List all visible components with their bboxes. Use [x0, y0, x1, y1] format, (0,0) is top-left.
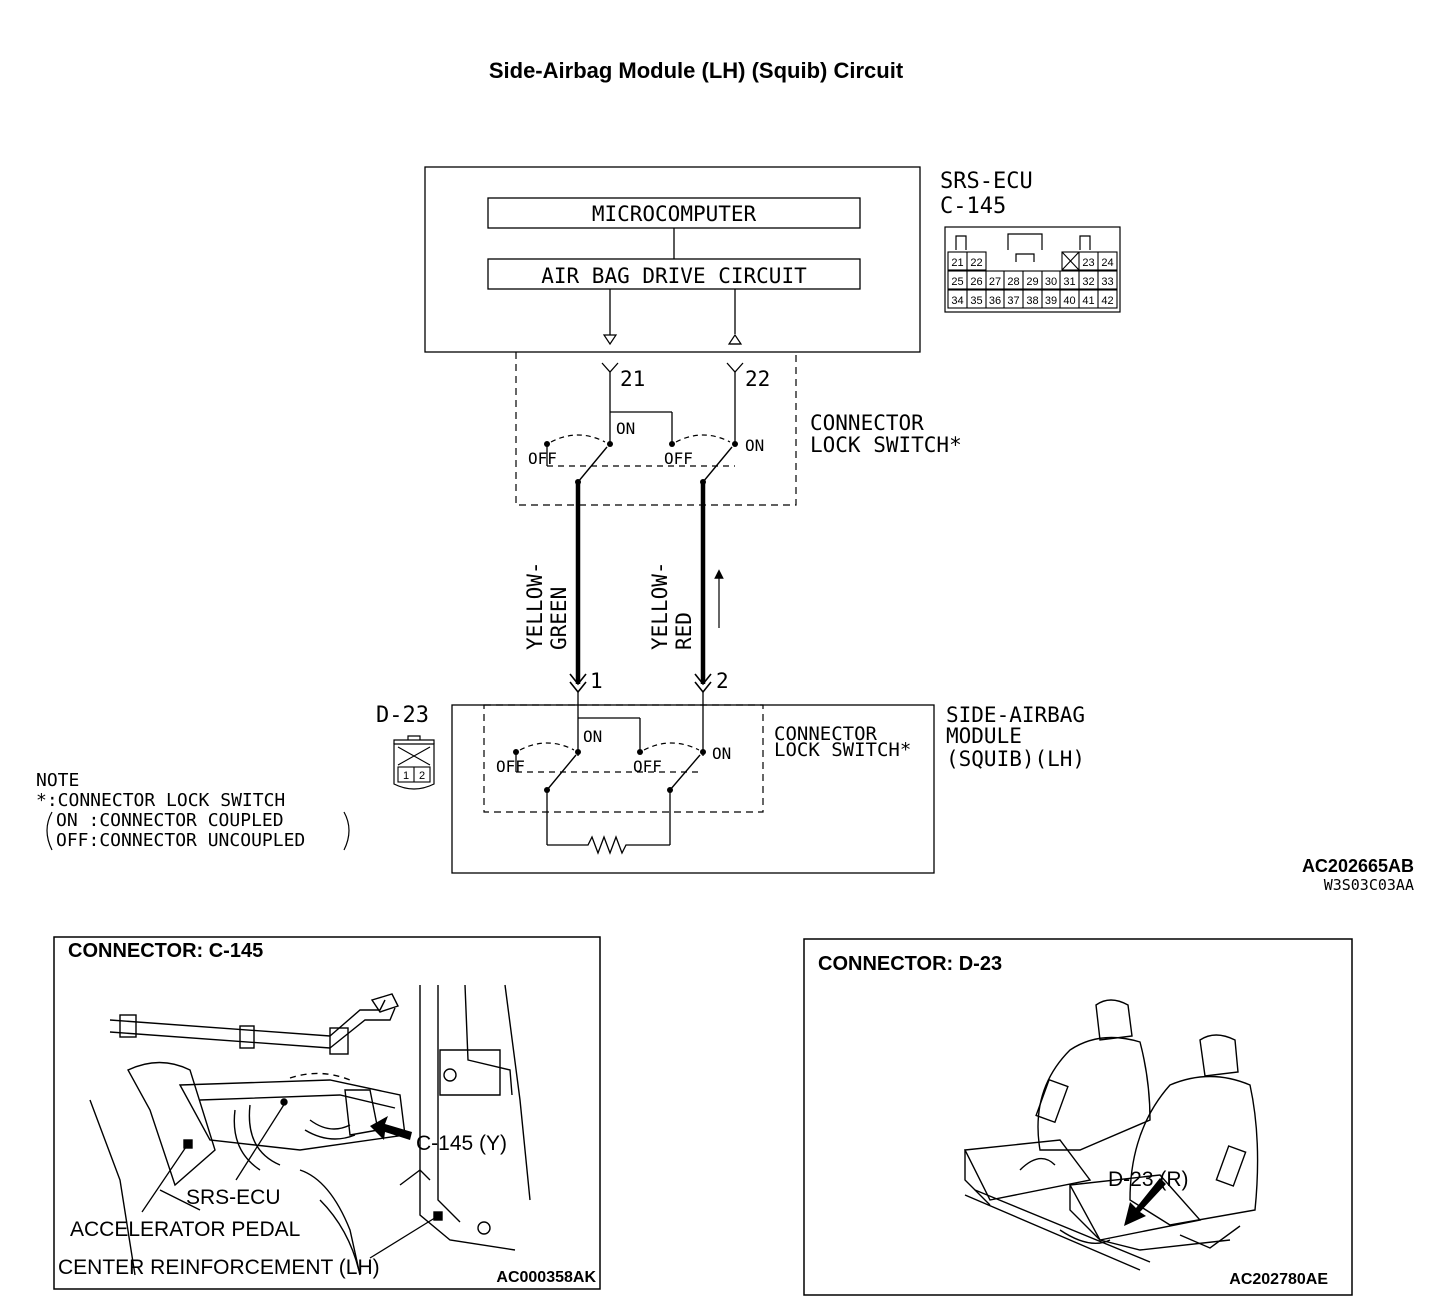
pin-40: 40 [1063, 295, 1075, 307]
upper-switch-off-1: OFF [528, 449, 557, 468]
callout-srs-ecu: SRS-ECU [186, 1186, 281, 1209]
upper-lock-switch-label-1: CONNECTOR [810, 411, 924, 435]
upper-switch-on-2: ON [745, 436, 764, 455]
callout-c145-connector: C-145 (Y) [416, 1132, 507, 1155]
side-airbag-module-box [451, 704, 935, 874]
upper-lock-switch-label-2: LOCK SWITCH* [810, 433, 962, 457]
seat-illustration [963, 999, 1259, 1271]
pin-27: 27 [989, 276, 1001, 288]
page-title: Side-Airbag Module (LH) (Squib) Circuit [488, 58, 904, 83]
pin-32: 32 [1082, 276, 1094, 288]
pin-37: 37 [1007, 295, 1019, 307]
module-name-line1: SIDE-AIRBAG [946, 703, 1085, 727]
pin-39: 39 [1045, 295, 1057, 307]
lower-switch-off-1: OFF [496, 757, 525, 776]
pin-29: 29 [1026, 276, 1038, 288]
callout-d23-connector: D-23 (R) [1108, 1168, 1189, 1191]
connector-pointer-arrow-icon [1124, 1178, 1166, 1226]
pin-21: 21 [951, 257, 963, 269]
terminal-1: 1 [590, 669, 603, 693]
note-heading: NOTE [36, 770, 79, 791]
terminal-22: 22 [745, 367, 770, 391]
lower-lock-switch-label-2: LOCK SWITCH* [774, 739, 911, 761]
pin-22: 22 [970, 257, 982, 269]
pin-36: 36 [989, 295, 1001, 307]
note-line-3: OFF:CONNECTOR UNCOUPLED [56, 830, 305, 851]
wire1-color-line1: YELLOW- [523, 561, 547, 650]
connector-pointer-arrow-icon [370, 1116, 412, 1140]
drive-circuit-label: AIR BAG DRIVE CIRCUIT [541, 264, 807, 288]
lower-switch-on-1: ON [583, 727, 602, 746]
output-triangle-icon [602, 334, 618, 346]
srs-ecu-name: SRS-ECU [940, 169, 1033, 194]
d23-pin-2: 2 [419, 770, 425, 782]
upper-switch-off-2: OFF [664, 449, 693, 468]
callout-accelerator-pedal: ACCELERATOR PEDAL [70, 1218, 300, 1241]
pin-38: 38 [1026, 295, 1038, 307]
panel-d23-title: CONNECTOR: D-23 [818, 953, 1002, 975]
panel-c145-code: AC000358AK [496, 1269, 596, 1286]
wire2-color-line2: RED [672, 612, 696, 650]
pin-25: 25 [951, 276, 963, 288]
terminal-21: 21 [620, 367, 645, 391]
panel-connector-d23: CONNECTOR: D-23 D-23 (R) AC202780AE [803, 938, 1353, 1296]
callout-center-reinforcement: CENTER REINFORCEMENT (LH) [58, 1256, 380, 1279]
dashboard-illustration [89, 984, 531, 1276]
lower-switch-on-2: ON [712, 744, 731, 763]
srs-ecu-box: MICROCOMPUTER AIR BAG DRIVE CIRCUIT [424, 166, 921, 353]
pin-row-2: 25 26 27 28 29 30 31 32 33 [947, 270, 1118, 290]
note-line-1: *:CONNECTOR LOCK SWITCH [36, 790, 285, 811]
pin-30: 30 [1045, 276, 1057, 288]
panel-connector-c145: CONNECTOR: C-145 [53, 936, 601, 1290]
terminal-2: 2 [716, 669, 729, 693]
pin-31: 31 [1063, 276, 1075, 288]
diagram-code-main: AC202665AB [1302, 856, 1414, 876]
note-line-2: ON :CONNECTOR COUPLED [56, 810, 284, 831]
pin-26: 26 [970, 276, 982, 288]
upper-lock-switch [515, 352, 797, 506]
lower-switch-off-2: OFF [633, 757, 662, 776]
panel-c145-title: CONNECTOR: C-145 [68, 940, 263, 962]
d23-pin-1: 1 [403, 770, 409, 782]
module-connector-id: D-23 [376, 703, 429, 728]
harness-wires [569, 482, 724, 756]
module-name-line2: MODULE [946, 724, 1022, 748]
pin-35: 35 [970, 295, 982, 307]
pin-33: 33 [1101, 276, 1113, 288]
pin-24: 24 [1101, 257, 1113, 269]
input-triangle-icon [727, 333, 743, 345]
pin-42: 42 [1101, 295, 1113, 307]
pin-34: 34 [951, 295, 963, 307]
pin-41: 41 [1082, 295, 1094, 307]
module-name-line3: (SQUIB)(LH) [946, 747, 1085, 771]
connector-c145-face: 21 22 23 24 25 26 27 28 29 30 31 32 [944, 226, 1121, 313]
wire1-color-line2: GREEN [547, 587, 571, 650]
panel-d23-code: AC202780AE [1229, 1271, 1328, 1288]
connector-d23-face: 1 2 [393, 735, 435, 790]
pin-row-3: 34 35 36 37 38 39 40 41 42 [947, 289, 1118, 309]
diagram-code-sub: W3S03C03AA [1324, 876, 1414, 894]
srs-ecu-connector-id: C-145 [940, 194, 1006, 219]
pin-23: 23 [1082, 257, 1094, 269]
note-block: NOTE *:CONNECTOR LOCK SWITCH ON :CONNECT… [36, 770, 350, 851]
microcomputer-label: MICROCOMPUTER [592, 202, 757, 226]
pin-28: 28 [1007, 276, 1019, 288]
squib-resistor-icon [547, 835, 670, 855]
lower-lock-switch-label-1: CONNECTOR [774, 723, 878, 745]
wire2-color-line1: YELLOW- [648, 561, 672, 650]
upper-switch-on-1: ON [616, 419, 635, 438]
